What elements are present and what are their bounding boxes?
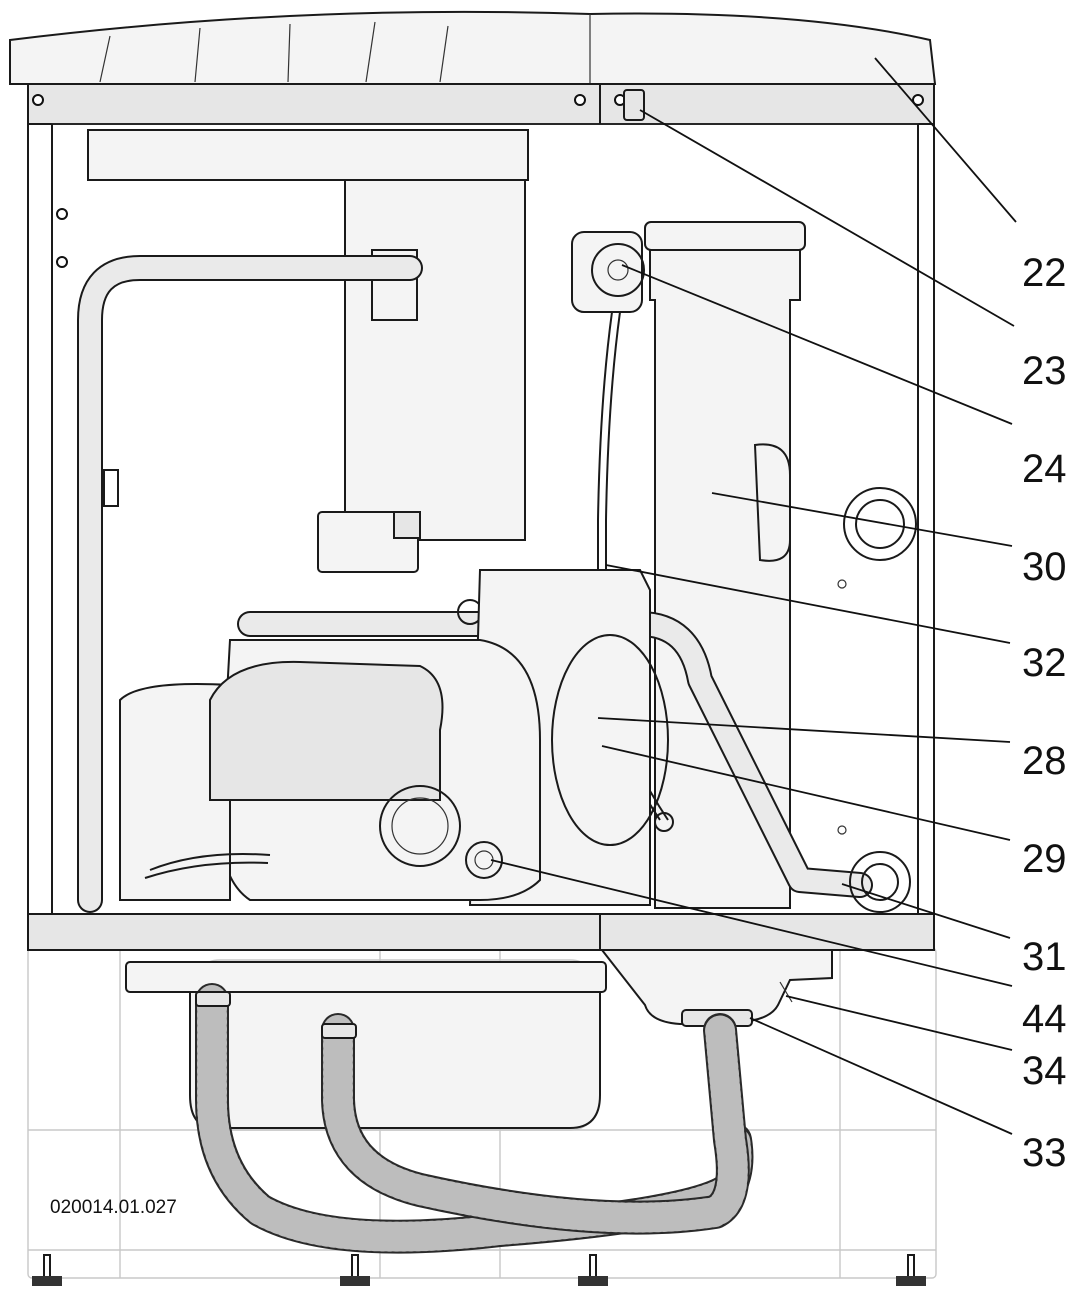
top-cover <box>9 10 937 85</box>
callout-23: 23 <box>1022 349 1067 393</box>
callout-31: 31 <box>1022 935 1067 979</box>
foot <box>340 1254 370 1286</box>
callout-29: 29 <box>1022 837 1067 881</box>
foot <box>578 1254 608 1286</box>
top-switch <box>623 89 645 121</box>
callout-34: 34 <box>1022 1049 1067 1093</box>
callout-30: 30 <box>1022 545 1067 589</box>
callout-22: 22 <box>1022 251 1067 295</box>
foot <box>896 1254 926 1286</box>
feet <box>32 1254 926 1286</box>
leader-lines <box>490 57 1017 1135</box>
air-pressure-switch <box>571 231 645 313</box>
callout-32: 32 <box>1022 641 1067 685</box>
callout-28: 28 <box>1022 739 1067 783</box>
gas-valve <box>317 511 421 573</box>
figure-code: 020014.01.027 <box>50 1197 177 1218</box>
callout-24: 24 <box>1022 447 1067 491</box>
callout-44: 44 <box>1022 997 1067 1041</box>
burner-fan-assembly <box>119 569 669 906</box>
foot <box>32 1254 62 1286</box>
callout-labels: 22 23 24 30 32 28 29 31 44 34 33 <box>1022 251 1067 1175</box>
callout-33: 33 <box>1022 1131 1067 1175</box>
